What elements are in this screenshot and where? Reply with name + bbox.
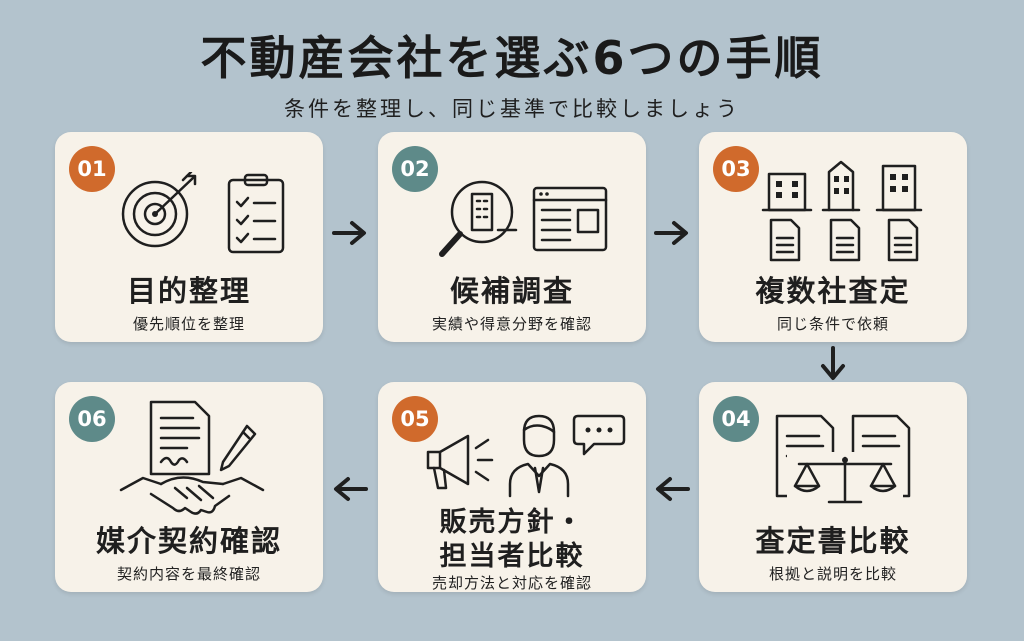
page-title: 不動産会社を選ぶ6つの手順 [200, 31, 824, 85]
target-icon [121, 172, 197, 248]
magnifier-building-icon [439, 180, 518, 257]
step-badge: 01 [69, 146, 115, 192]
step-badge: 02 [392, 146, 438, 192]
step-desc: 同じ条件で依頼 [776, 315, 889, 333]
step-desc: 売却方法と対応を確認 [431, 574, 592, 592]
step-card-06: 06 媒介契約確認 契約内容を最終確認 [55, 382, 323, 592]
step-badge: 06 [69, 396, 115, 442]
step-card-04: 04 査定書比較 根拠と説明を比較 [699, 382, 967, 592]
step-desc: 優先順位を整理 [132, 315, 245, 333]
arrow-left-icon [334, 477, 368, 501]
speech-bubble-icon [572, 414, 626, 456]
step-title: 候補調査 [449, 274, 574, 308]
step-card-01: 01 目的整理 優先順位を整理 [55, 132, 323, 342]
buildings-icon [761, 160, 923, 212]
megaphone-icon [426, 434, 494, 490]
contract-icon [149, 400, 211, 476]
documents-icon [769, 218, 919, 262]
page-subtitle: 条件を整理し、同じ基準で比較しましょう [284, 97, 740, 121]
step-title-line1: 販売方針・ [439, 507, 585, 538]
step-title: 媒介契約確認 [95, 524, 282, 558]
step-title-line2: 担当者比較 [439, 541, 585, 572]
step-title: 複数社査定 [755, 274, 911, 308]
pen-icon [219, 424, 257, 472]
scale-icon [787, 452, 903, 508]
webpage-icon [532, 186, 608, 252]
handshake-icon [119, 476, 265, 515]
step-desc: 根拠と説明を比較 [768, 565, 897, 583]
step-card-05: 05 販売方針・ 担当者比較 売却方法と対応を確認 [378, 382, 646, 592]
step-desc: 実績や得意分野を確認 [431, 315, 592, 333]
arrow-right-icon [332, 221, 366, 245]
arrow-down-icon [821, 346, 845, 380]
agent-icon [508, 414, 570, 498]
step-title: 査定書比較 [755, 524, 911, 558]
step-card-03: 03 複数社査定 同じ条件で依頼 [699, 132, 967, 342]
arrow-left-icon [656, 477, 690, 501]
step-badge: 04 [713, 396, 759, 442]
step-badge: 05 [392, 396, 438, 442]
step-card-02: 02 候補調査 実績や得意分野を確認 [378, 132, 646, 342]
arrow-right-icon [654, 221, 688, 245]
step-badge: 03 [713, 146, 759, 192]
step-title: 目的整理 [126, 274, 251, 308]
step-desc: 契約内容を最終確認 [116, 565, 261, 583]
checklist-icon [227, 173, 285, 254]
